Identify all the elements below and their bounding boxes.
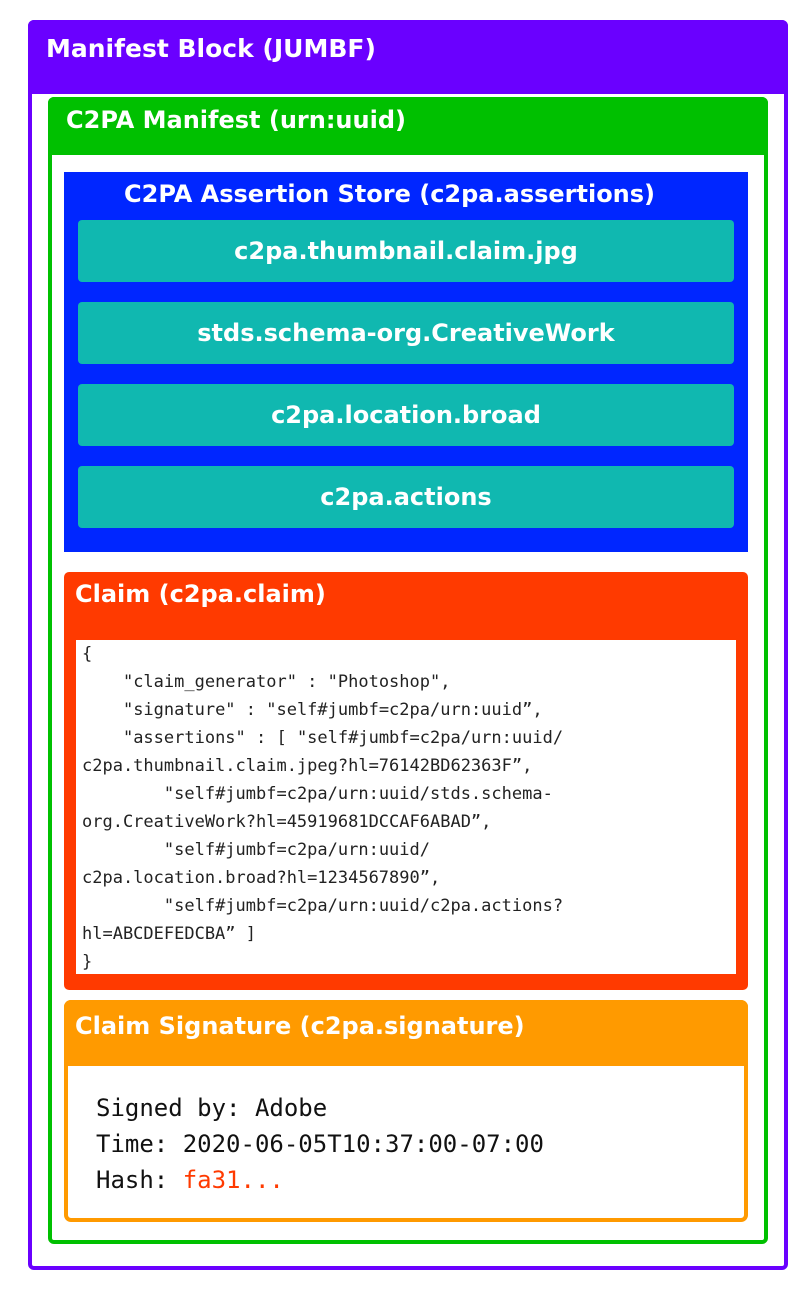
- assertion-item: c2pa.actions: [78, 466, 734, 528]
- c2pa-manifest-title: C2PA Manifest (urn:uuid): [66, 106, 406, 134]
- assertion-item: c2pa.thumbnail.claim.jpg: [78, 220, 734, 282]
- hash-line: Hash: fa31...: [96, 1166, 284, 1194]
- assertion-item: stds.schema-org.CreativeWork: [78, 302, 734, 364]
- time-label: Time:: [96, 1130, 183, 1158]
- signed-by-value: Adobe: [254, 1094, 328, 1122]
- assertion-store-title: C2PA Assertion Store (c2pa.assertions): [124, 180, 656, 208]
- c2pa-manifest-header: [48, 97, 768, 155]
- signed-by-label: Signed by:: [96, 1094, 255, 1122]
- time-value: 2020-06-05T10:37:00-07:00: [182, 1130, 544, 1158]
- hash-value: fa31...: [182, 1166, 284, 1194]
- manifest-block-title: Manifest Block (JUMBF): [46, 34, 376, 63]
- claim-json-body: { "claim_generator" : "Photoshop", "sign…: [76, 640, 736, 974]
- time-line: Time: 2020-06-05T10:37:00-07:00: [96, 1130, 544, 1158]
- manifest-block-header: [28, 20, 788, 94]
- claim-signature-title: Claim Signature (c2pa.signature): [75, 1012, 525, 1040]
- assertion-item: c2pa.location.broad: [78, 384, 734, 446]
- signed-by-line: Signed by: Adobe: [96, 1094, 327, 1122]
- hash-label: Hash:: [96, 1166, 183, 1194]
- claim-title: Claim (c2pa.claim): [75, 580, 326, 608]
- claim-signature-header: [64, 1000, 748, 1066]
